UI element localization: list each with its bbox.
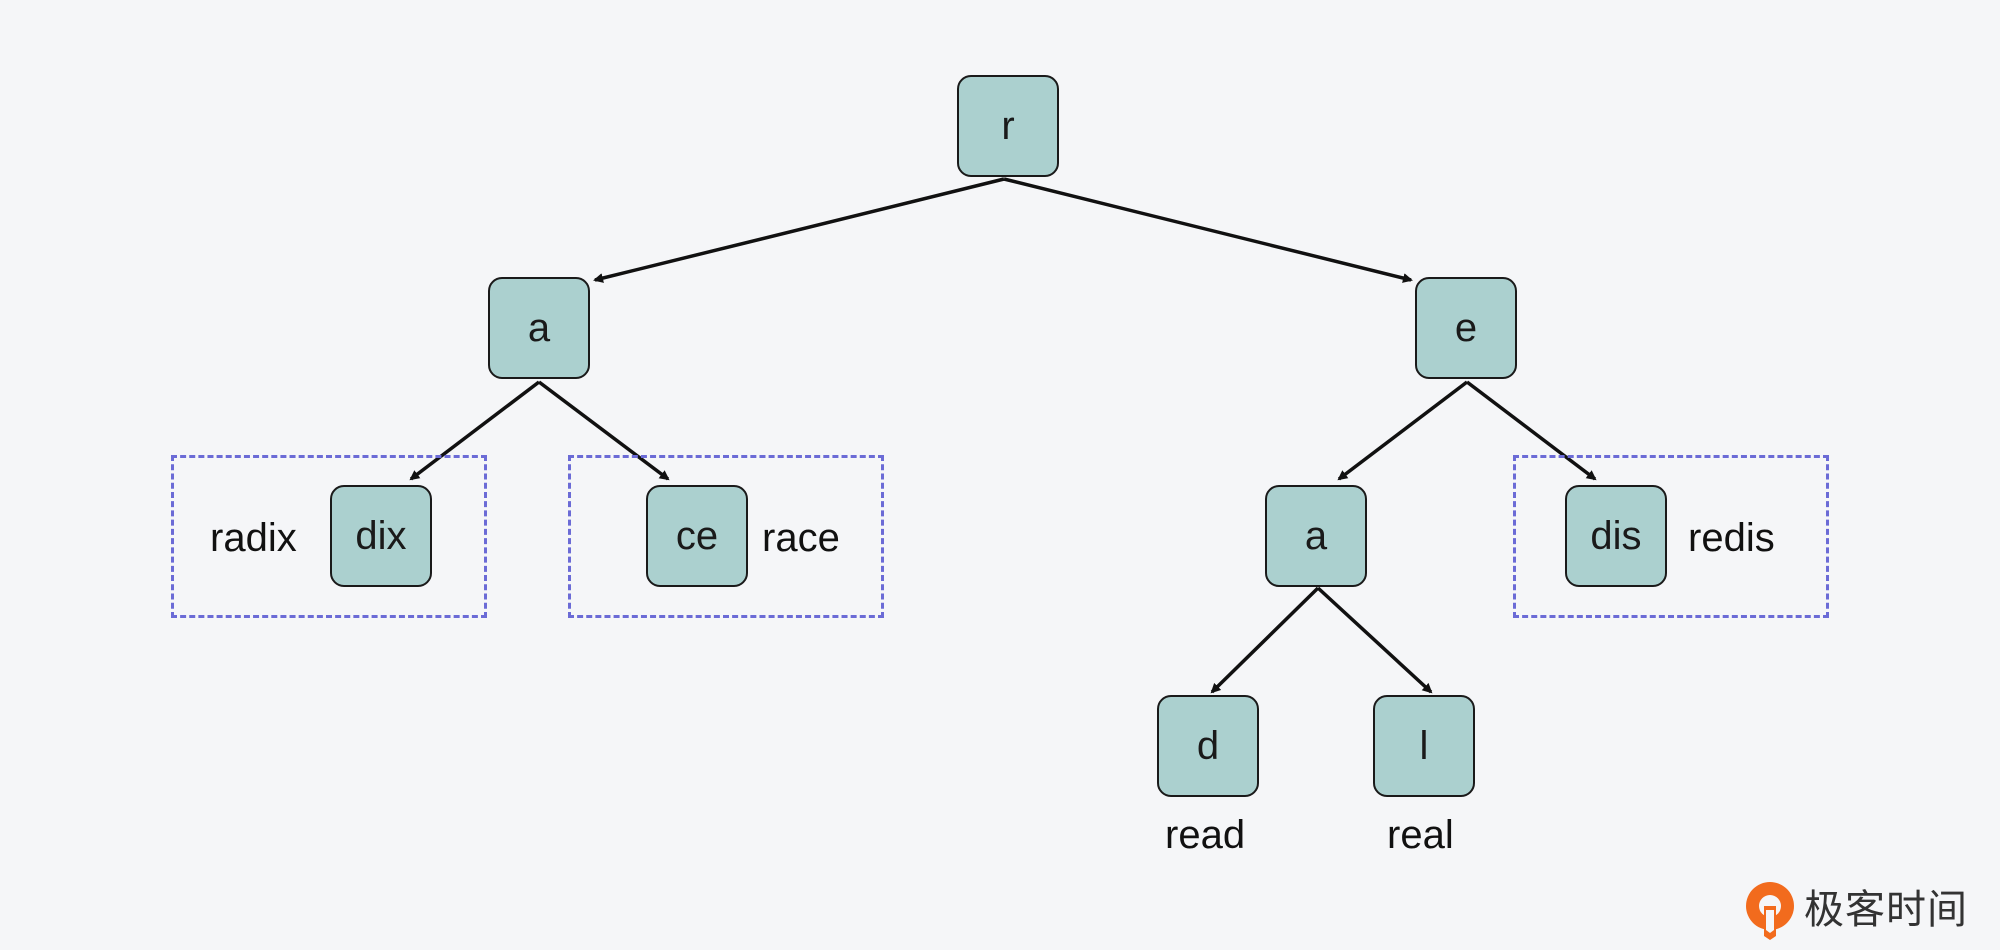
word-real: real (1387, 813, 1454, 857)
node-a-left: a (488, 277, 590, 379)
node-dix: dix (330, 485, 432, 587)
group-redis (1513, 455, 1829, 618)
node-ce: ce (646, 485, 748, 587)
geektime-logo: 极客时间 (1744, 880, 1968, 940)
word-radix: radix (210, 516, 297, 560)
node-a-right: a (1265, 485, 1367, 587)
node-d: d (1157, 695, 1259, 797)
node-dis: dis (1565, 485, 1667, 587)
word-redis: redis (1688, 516, 1775, 560)
geektime-logo-text: 极客时间 (1804, 887, 1968, 933)
edge-r-to-a (593, 177, 1005, 283)
group-radix (171, 455, 487, 618)
edge-a-to-ce (537, 380, 670, 481)
node-r: r (957, 75, 1059, 177)
node-e: e (1415, 277, 1517, 379)
geektime-logo-icon (1744, 880, 1798, 940)
edge-a-to-d (1210, 586, 1320, 694)
node-l: l (1373, 695, 1475, 797)
edge-r-to-e (1003, 177, 1413, 283)
edge-e-to-dis (1465, 380, 1597, 481)
edge-a-to-l (1316, 586, 1433, 694)
word-read: read (1165, 813, 1246, 857)
group-race (568, 455, 884, 618)
edge-a-to-dix (409, 380, 541, 481)
edge-e-to-a (1337, 380, 1469, 481)
word-race: race (762, 516, 840, 560)
